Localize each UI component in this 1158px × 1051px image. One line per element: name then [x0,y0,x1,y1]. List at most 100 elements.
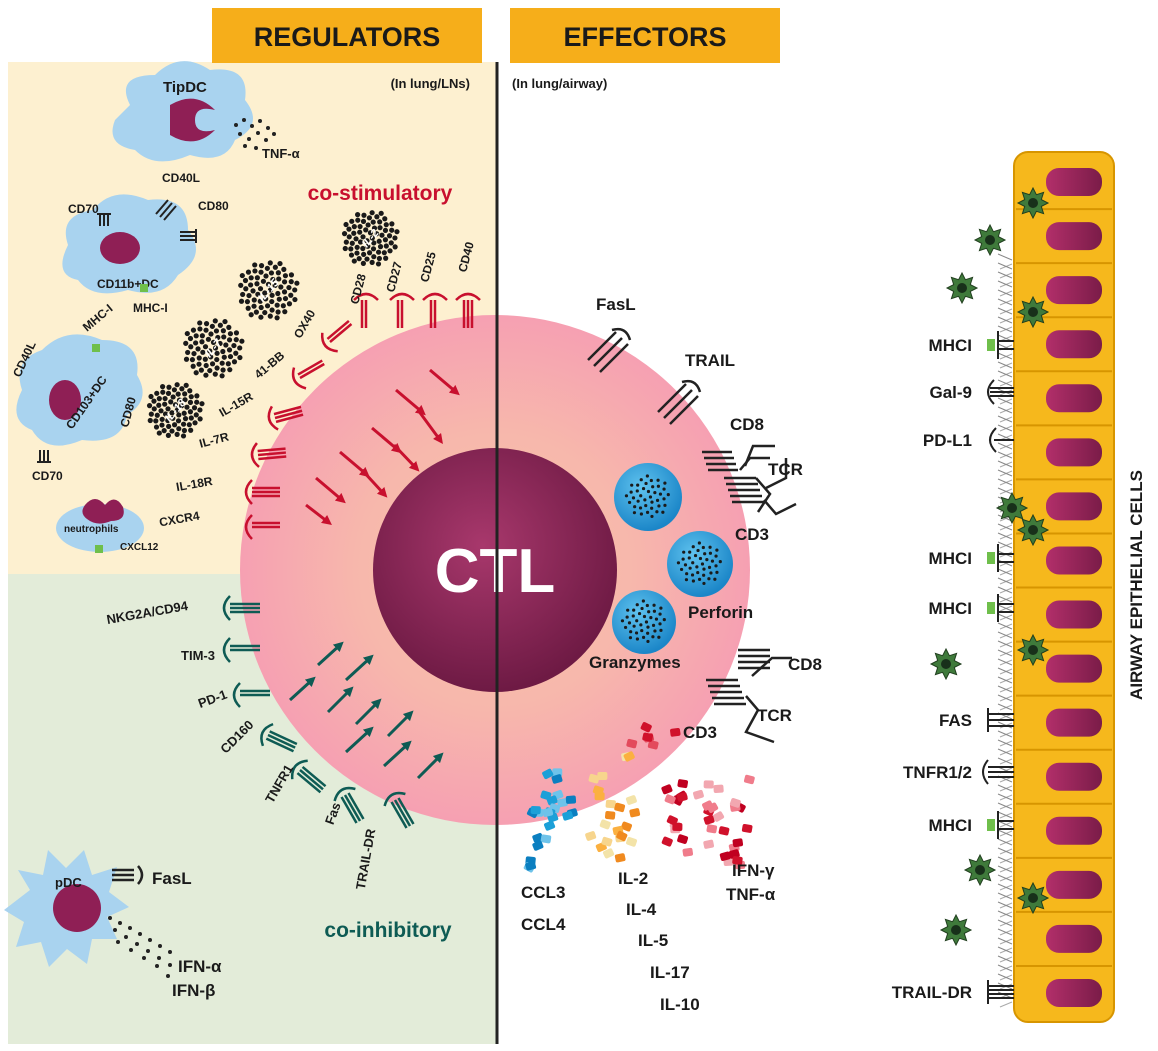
costim-arrow [392,443,420,472]
granule-1 [614,463,682,531]
coinhib-receptor-cd160 [260,722,298,753]
cd11b-ligand-mhc: MHC-I [133,301,168,315]
granzymes-label: Granzymes [589,653,681,672]
cd103-ligand-cd70: CD70 [32,469,63,483]
epithelial-molecule-3: MHCI [929,544,1014,572]
coinhib-label-fas: Fas [322,800,344,826]
airway-epithelium [929,151,1115,1023]
virus-particle [1016,295,1050,329]
epithelial-molecule-4: MHCI [929,594,1014,622]
tcr-top-cd8: CD8 [730,415,764,434]
tipdc-label: TipDC [163,79,207,96]
epithelial-molecule-0: MHCI [929,331,1014,359]
epithelial-molecule-label: MHCI [929,599,972,618]
regulators-header-box [212,8,482,63]
tnf-dots [234,118,276,150]
cd11b-ligand-cd40l: CD40L [162,171,200,185]
virus-particle [1016,513,1050,547]
epithelial-molecule-1: Gal-9 [929,379,1014,405]
costim-receptor-cxcr4 [244,514,280,540]
coinhib-receptor-nkg2a-cd94 [222,595,260,621]
ifn-dots [108,916,172,978]
cd11b-dc-cell: CD11b+DC CD70 CD40L CD80 MHC-I [62,171,229,315]
neutrophils-cell: neutrophils CXCL12 [56,499,159,553]
coinhib-arrow [416,752,444,780]
epithelial-molecule-label: FAS [939,711,972,730]
epithelial-molecule-label: TNFR1/2 [903,763,972,782]
coinhib-receptor-fas [333,786,365,824]
epithelial-molecule-label: TRAIL-DR [892,983,972,1002]
neutrophils-label: neutrophils [64,524,119,535]
costim-receptor-cd28 [353,292,379,328]
costim-receptor-cd25 [422,292,448,328]
coinhib-arrow [386,710,414,738]
costimulatory-receptors: CD40CD25CD27CD28OX4041-BBIL-15RIL-7RIL-1… [158,240,481,540]
pdc-ligand-fasl: FasL [152,869,192,888]
costimulatory-title: co-stimulatory [308,182,453,205]
secreted-particles [523,722,755,873]
pdc-secretion-ifnb: IFN-β [172,981,215,1000]
coinhib-receptor-tim-3 [222,637,260,663]
coinhib-receptor-tnfr1 [290,759,327,794]
coinhib-arrow [354,698,382,726]
secreted-il2: IL-2 [618,869,648,888]
costim-receptor-il-15r [267,405,304,431]
costim-arrow [416,409,443,445]
cd11b-dc-label: CD11b+DC [97,277,159,291]
epithelial-molecule-5: FAS [939,708,1014,732]
tcr-bottom-cd3: CD3 [683,723,717,742]
epithelial-molecule-label: MHCI [929,549,972,568]
virus-particle [995,491,1029,525]
epithelial-title: AIRWAY EPITHELIAL CELLS [1127,470,1146,700]
cytokine-cluster-3: IL-18 [146,382,205,439]
epithelial-molecule-label: MHCI [929,816,972,835]
virus-particle [1016,186,1050,220]
costim-receptor-41-bb [291,359,325,390]
virus-particle [939,913,973,947]
virus-particle [945,271,979,305]
regulators-location: (In lung/LNs) [391,76,470,91]
perforin-label: Perforin [688,603,753,622]
effector-trail-label: TRAIL [685,351,735,370]
granule-2 [667,531,733,597]
epithelial-molecule-6: TNFR1/2 [903,759,1014,785]
coinhib-arrow [316,641,344,667]
secreted-il5: IL-5 [638,931,668,950]
epithelial-molecules: MHCIGal-9PD-L1MHCIMHCIFASTNFR1/2MHCITRAI… [892,331,1014,1004]
costim-arrow [305,503,332,526]
tipdc-secretion-label: TNF-α [262,146,300,161]
epithelial-molecule-8: TRAIL-DR [892,980,1014,1004]
epithelial-molecule-label: PD-L1 [923,431,972,450]
pdc-secretion-ifna: IFN-α [178,957,222,976]
coinhib-receptor-trail-dr [383,791,415,829]
coinhib-arrow [326,686,354,714]
epithelial-molecule-7: MHCI [929,811,1014,839]
secreted-ifng: IFN-γ [732,861,775,880]
coinhib-arrow [344,726,374,754]
virus-particle [929,647,963,681]
costim-receptor-ox40 [320,319,353,353]
secreted-il4: IL-4 [626,900,657,919]
virus-particle [973,223,1007,257]
secreted-tnfa: TNF-α [726,885,776,904]
costim-arrow [429,368,460,396]
tcr-bottom-tcr: TCR [757,706,792,725]
effector-fasl-label: FasL [596,295,636,314]
costim-receptor-cd27 [389,292,415,328]
granule-3 [612,590,676,654]
coinhib-arrow [288,676,316,702]
costim-receptor-cd40 [455,292,481,328]
virus-particle [1016,633,1050,667]
cytokine-cluster-0: IL-2 [341,210,400,267]
coinhibitory-title: co-inhibitory [324,919,451,942]
trail-receptor [657,379,702,425]
virus-particle [1016,881,1050,915]
tcr-complex-top [702,444,797,516]
cd11b-ligand-cd70: CD70 [68,202,99,216]
ctl-label: CTL [435,537,556,606]
cd11b-ligand-cd80: CD80 [198,199,229,213]
secreted-il10: IL-10 [660,995,700,1014]
costim-arrow [360,468,388,498]
secreted-ccl4: CCL4 [521,915,566,934]
